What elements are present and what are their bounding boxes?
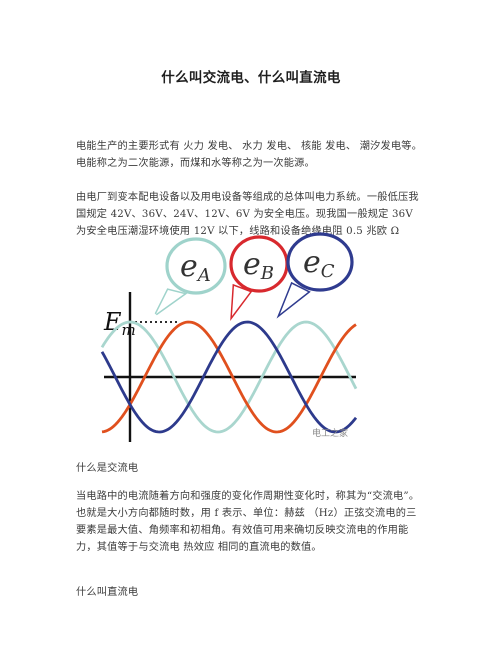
wave-phase-c xyxy=(100,320,358,434)
bubble-ec: eC xyxy=(276,232,354,319)
paragraph-energy: 电能生产的主要形式有 火力 发电、 水力 发电、 核能 发电、 潮汐发电等。电能… xyxy=(76,141,423,169)
svg-text:eA: eA xyxy=(180,249,211,286)
wave-phase-a xyxy=(100,320,358,434)
watermark-text: 电工之家 xyxy=(312,427,348,439)
page-title: 什么叫交流电、什么叫直流电 xyxy=(161,70,341,86)
waveform-svg: Em eA eB eC xyxy=(100,232,358,442)
paragraph-ac-definition: 当电路中的电流随着方向和强度的变化作周期性变化时，称其为“交流电”。也就是大小方… xyxy=(76,491,420,553)
wave-phase-b xyxy=(101,320,357,434)
paragraph-power-system: 由电厂到变本配电设备以及用电设备等组成的总体叫电力系统。一般低压我国规定 42V… xyxy=(76,192,419,237)
svg-text:eC: eC xyxy=(303,245,335,282)
three-phase-waveform-figure: Em eA eB eC xyxy=(94,228,364,444)
bubble-eb: eB xyxy=(229,235,289,321)
svg-text:eB: eB xyxy=(243,247,274,284)
heading-what-is-ac: 什么是交流电 xyxy=(76,463,139,474)
heading-what-is-dc: 什么叫直流电 xyxy=(76,587,139,598)
bubble-ea: eA xyxy=(154,237,227,316)
